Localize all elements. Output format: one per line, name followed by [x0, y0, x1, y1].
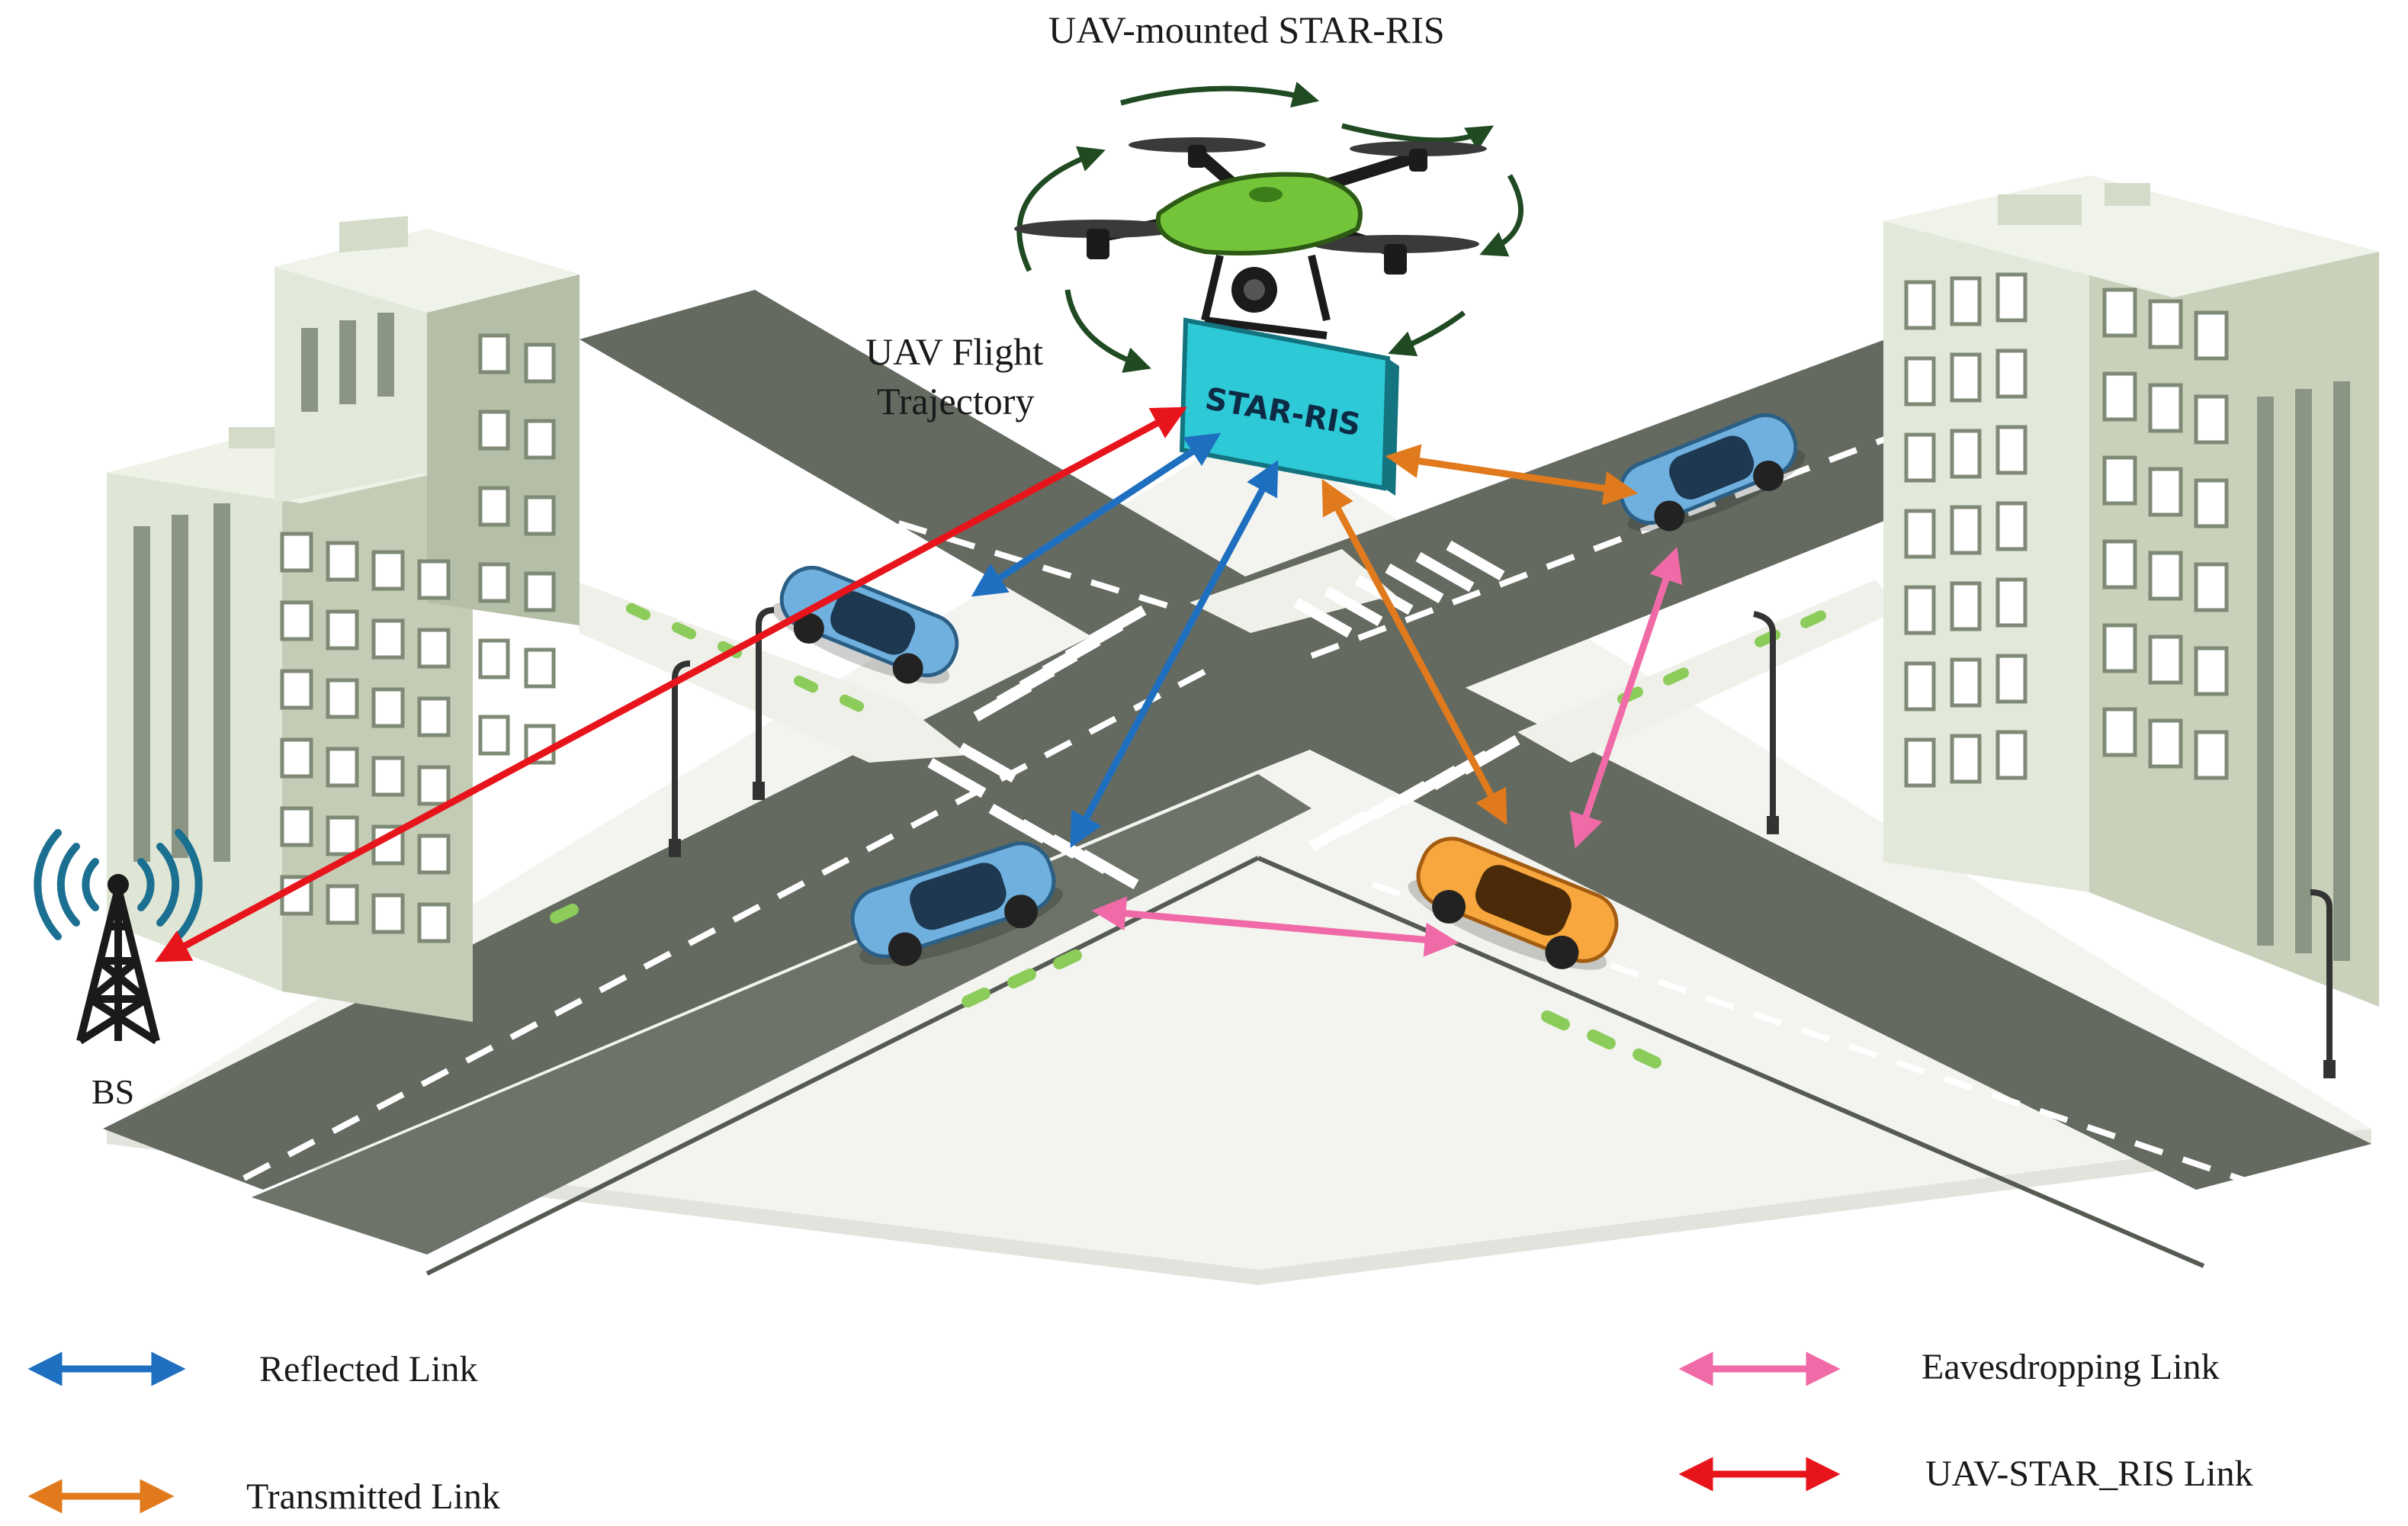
uav-drone-icon: [1014, 82, 1523, 373]
legend-label-reflected: Reflected Link: [259, 1349, 478, 1389]
trajectory-label-line1: UAV Flight: [865, 330, 1043, 373]
legend-arrows: [27, 1351, 1841, 1514]
trajectory-label-line2: Trajectory: [877, 380, 1035, 422]
legend-label-eavesdropping: Eavesdropping Link: [1922, 1347, 2220, 1387]
eavesdropping-link-arrow: [1091, 896, 1459, 957]
legend-label-transmitted: Transmitted Link: [246, 1476, 500, 1517]
bs-tower-icon: [34, 829, 203, 1045]
transmitted-link-arrow: [1385, 444, 1639, 506]
building-right: [1883, 175, 2379, 1007]
legend-label-uav-star-ris: UAV-STAR_RIS Link: [1925, 1454, 2253, 1494]
reflected-link-arrow: [1070, 460, 1279, 848]
eavesdropping-link-arrow: [1569, 547, 1683, 849]
diagram-title: UAV-mounted STAR-RIS: [1048, 8, 1445, 51]
bs-label: BS: [92, 1072, 135, 1111]
transmitted-link-arrow: [1321, 479, 1507, 825]
link-arrows: [155, 406, 1683, 962]
